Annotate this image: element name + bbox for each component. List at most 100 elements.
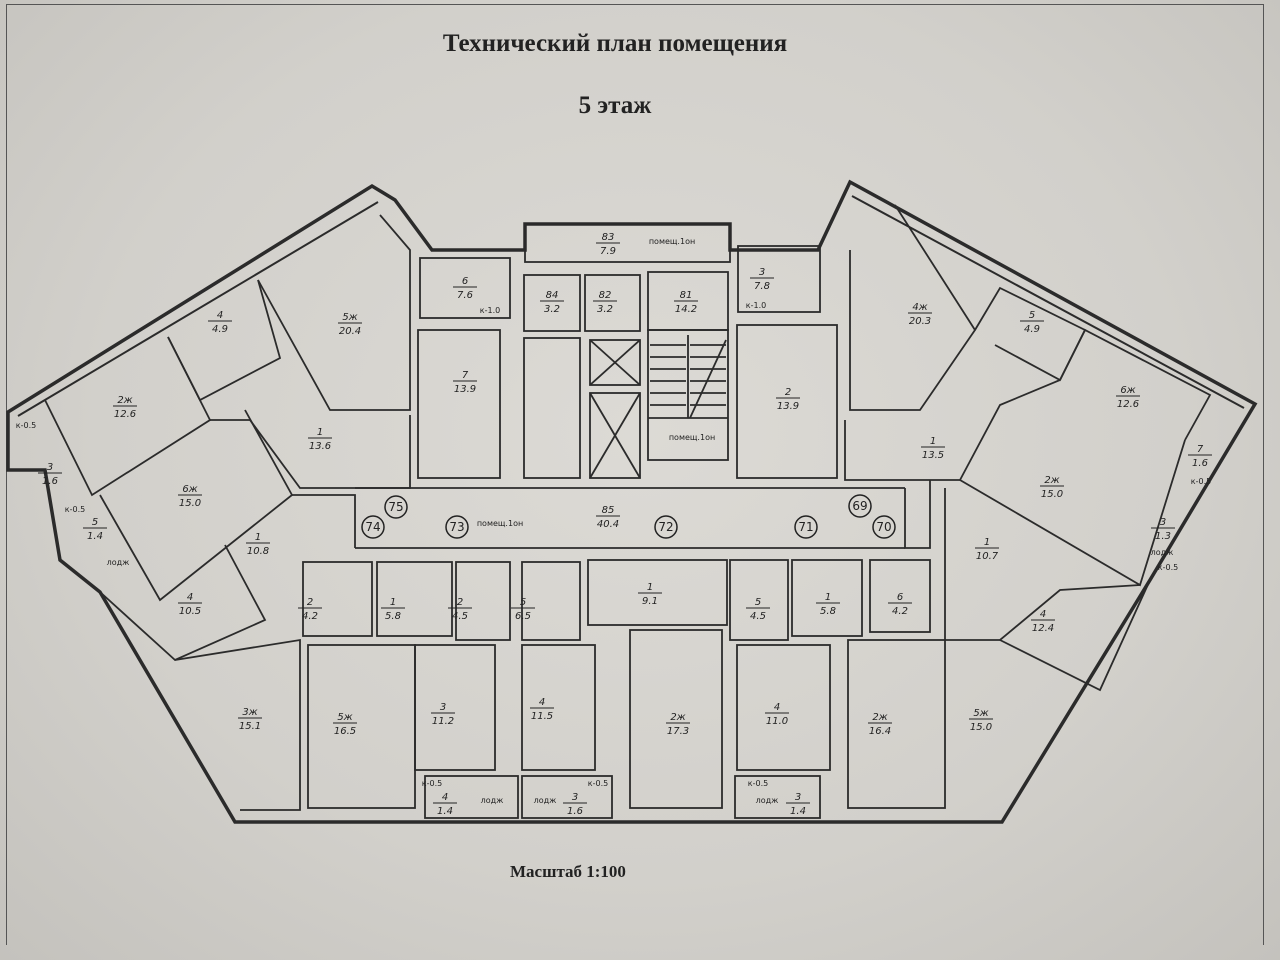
room-label: 31.6 bbox=[563, 792, 587, 817]
room-box bbox=[376, 561, 453, 637]
marker-circle bbox=[794, 515, 818, 539]
marker-circle bbox=[872, 515, 896, 539]
elevator-shaft bbox=[589, 392, 641, 479]
room-area: 1.6 bbox=[42, 476, 58, 487]
room-area: 13.6 bbox=[309, 441, 331, 452]
room-label: 24.5 bbox=[448, 597, 472, 622]
room-area: 1.4 bbox=[790, 806, 806, 817]
room-area: 5.8 bbox=[820, 606, 836, 617]
room-area: 11.0 bbox=[766, 716, 788, 727]
room-area: 15.0 bbox=[1041, 489, 1063, 500]
room-label: 110.8 bbox=[246, 532, 270, 557]
room-area: 16.5 bbox=[334, 726, 356, 737]
room-number: 1 bbox=[930, 436, 936, 447]
room-label: 15.8 bbox=[816, 592, 840, 617]
room-label: 31.3 bbox=[1151, 517, 1175, 542]
room-area: 1.6 bbox=[567, 806, 583, 817]
room-note: к-0.5 bbox=[1191, 477, 1211, 486]
room-area: 6.5 bbox=[515, 611, 531, 622]
room-note: помещ.1он bbox=[477, 519, 523, 528]
room-number: 6 bbox=[462, 276, 468, 287]
room-area: 7.9 bbox=[600, 246, 616, 257]
room-number: 5ж bbox=[337, 712, 352, 723]
room-label: 44.9 bbox=[208, 310, 232, 335]
room-number: 4 bbox=[217, 310, 223, 321]
room-number: 1 bbox=[317, 427, 323, 438]
room-box bbox=[302, 561, 373, 637]
walls bbox=[6, 179, 1258, 824]
marker-circle bbox=[848, 494, 872, 518]
room-number: 2ж bbox=[872, 712, 887, 723]
room-note: лодж bbox=[534, 796, 557, 805]
room-label: 823.2 bbox=[593, 290, 617, 315]
room-note: к-0.5 bbox=[588, 779, 608, 788]
room-area: 4.2 bbox=[302, 611, 318, 622]
room-number: 5ж bbox=[973, 708, 988, 719]
room-number: 3 bbox=[795, 792, 801, 803]
room-number: 2 bbox=[307, 597, 313, 608]
room-box bbox=[729, 559, 789, 641]
room-number: 1 bbox=[390, 597, 396, 608]
room-area: 1.6 bbox=[1192, 458, 1208, 469]
room-number: 3ж bbox=[242, 707, 257, 718]
room-label: 31.6 bbox=[38, 462, 62, 487]
room-number: 5 bbox=[755, 597, 761, 608]
room-area: 15.1 bbox=[239, 721, 261, 732]
marker-circle bbox=[384, 495, 408, 519]
room-label: 54.5 bbox=[746, 597, 770, 622]
floor-label: 5 этаж bbox=[578, 92, 652, 119]
room-area: 10.5 bbox=[179, 606, 201, 617]
room-note: лодж bbox=[1151, 548, 1174, 557]
room-area: 13.9 bbox=[777, 401, 799, 412]
apartment-number: 70 bbox=[876, 520, 891, 534]
room-area: 4.5 bbox=[452, 611, 468, 622]
room-area: 7.8 bbox=[754, 281, 770, 292]
room-number: 3 bbox=[759, 267, 765, 278]
room-number: 82 bbox=[599, 290, 612, 301]
room-area: 15.0 bbox=[970, 722, 992, 733]
room-area: 1.4 bbox=[87, 531, 103, 542]
room-area: 4.9 bbox=[1024, 324, 1040, 335]
room-number: 81 bbox=[680, 290, 693, 301]
room-box bbox=[524, 223, 731, 263]
room-area: 3.2 bbox=[597, 304, 613, 315]
inner-wall bbox=[17, 201, 379, 417]
room-number: 4ж bbox=[912, 302, 927, 313]
room-box bbox=[847, 639, 946, 809]
room-box bbox=[523, 337, 581, 479]
room-area: 4.5 bbox=[750, 611, 766, 622]
room-label: 213.9 bbox=[776, 387, 800, 412]
document-title: Технический план помещения bbox=[442, 30, 788, 57]
room-label: 713.9 bbox=[453, 370, 477, 395]
room-number: 2 bbox=[457, 597, 463, 608]
room-label: 24.2 bbox=[298, 597, 322, 622]
room-box bbox=[587, 559, 728, 626]
marker-circle bbox=[445, 515, 469, 539]
room-label: 411.0 bbox=[765, 702, 789, 727]
room-label: 54.9 bbox=[1020, 310, 1044, 335]
room-note: к-0.5 bbox=[65, 505, 85, 514]
room-number: 5 bbox=[92, 517, 98, 528]
room-number: 2 bbox=[785, 387, 791, 398]
room-label: 837.9 bbox=[596, 232, 620, 257]
room-box bbox=[419, 257, 511, 319]
room-area: 10.8 bbox=[247, 546, 269, 557]
room-number: 83 bbox=[602, 232, 615, 243]
room-labels: 67.65ж20.444.92ж12.631.66ж15.0113.6713.9… bbox=[38, 232, 1212, 817]
elevator-shaft bbox=[589, 339, 641, 386]
room-area: 20.4 bbox=[339, 326, 361, 337]
room-label: 64.2 bbox=[888, 592, 912, 617]
room-area: 40.4 bbox=[597, 519, 619, 530]
room-area: 4.2 bbox=[892, 606, 908, 617]
room-label: 19.1 bbox=[638, 582, 662, 607]
apartment-number-marker: 75 bbox=[384, 495, 408, 519]
room-area: 11.2 bbox=[432, 716, 454, 727]
room-note: к-1.0 bbox=[480, 306, 500, 315]
